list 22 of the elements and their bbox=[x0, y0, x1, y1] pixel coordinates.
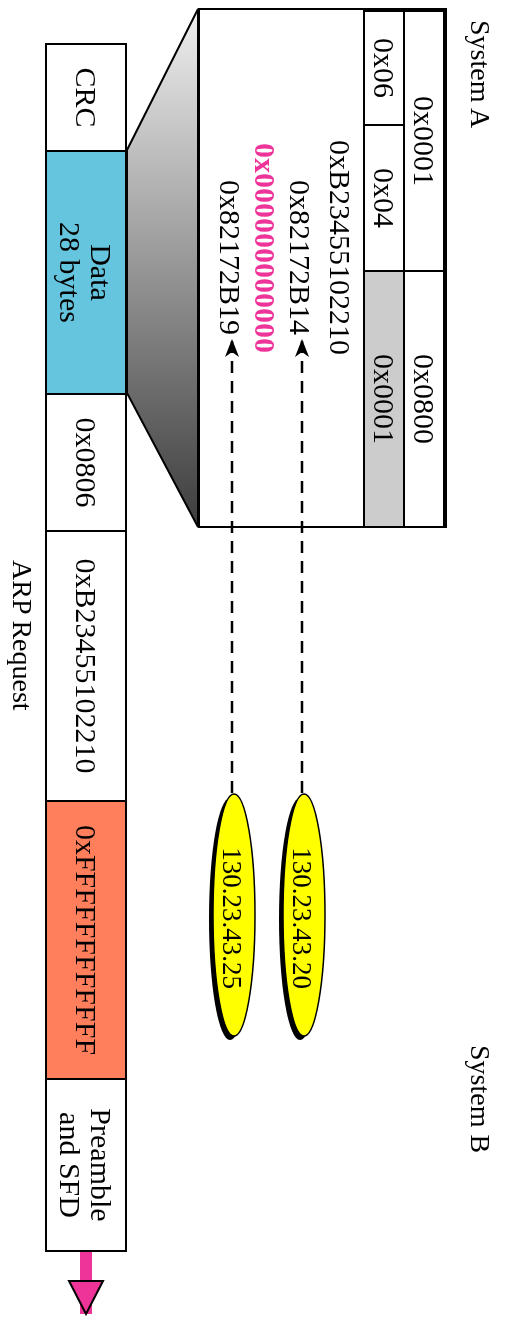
dashed-arrow bbox=[225, 339, 239, 793]
header-field: 0x0001 bbox=[363, 270, 405, 528]
field-name: Data bbox=[86, 244, 118, 301]
output-arrow bbox=[68, 1252, 104, 1315]
data-field bbox=[45, 150, 127, 395]
dashed-arrow bbox=[295, 339, 309, 793]
frame-field: 0xB23455102210 bbox=[45, 530, 127, 802]
frame-caption: ARP Request bbox=[6, 560, 39, 711]
address-text: 0xB23455102210 bbox=[323, 140, 358, 355]
header-field: 0x0001 bbox=[403, 10, 445, 272]
system-label: System B bbox=[464, 1045, 497, 1154]
mac-address-text: 0x82172B14 bbox=[282, 180, 318, 335]
frame-field: CRC bbox=[45, 43, 127, 152]
frame-field: 0xFFFFFFFFFFFF bbox=[45, 800, 127, 1080]
mac-address-text: 0x82172B19 bbox=[212, 180, 248, 335]
header-field: 0x06 bbox=[363, 10, 405, 126]
field-size: 28 bytes bbox=[54, 222, 86, 323]
packet-box bbox=[198, 8, 447, 528]
frame-field: 0x0806 bbox=[45, 393, 127, 532]
address-text: 0x000000000000 bbox=[248, 143, 283, 353]
frame-field: Preamble and SFD bbox=[45, 1078, 127, 1252]
system-label: System A bbox=[464, 20, 497, 129]
